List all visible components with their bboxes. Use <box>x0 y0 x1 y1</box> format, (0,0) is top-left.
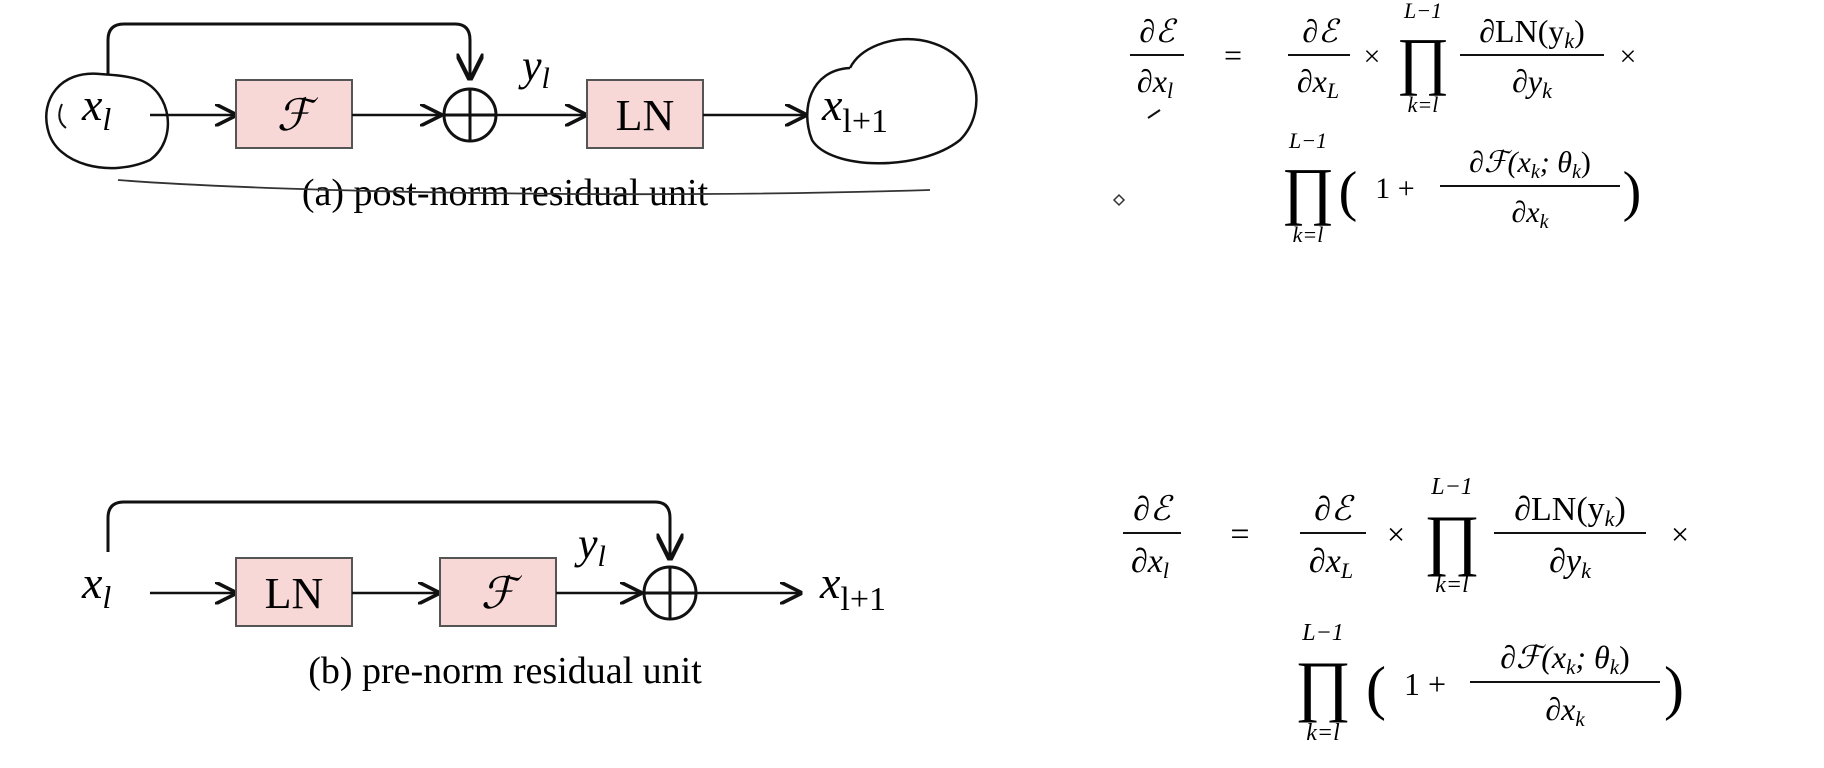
diagram-a-skip-connection <box>106 22 470 78</box>
eq-b-lhs-den: ∂xl <box>1131 543 1169 583</box>
eq-a-t3-num: ∂ℱ(xk; θk) <box>1469 146 1591 183</box>
eq-a-paren-open: ( <box>1339 161 1358 223</box>
annotation-tick-input <box>58 103 67 129</box>
annotation-underline <box>117 179 931 196</box>
annotation-circle-input <box>45 72 170 170</box>
diagram-a-block-ln-label: LN <box>616 91 675 140</box>
eq-a-prod2-bot: k=l <box>1293 222 1324 247</box>
eq-a-equals: = <box>1224 37 1242 73</box>
eq-b-one-plus: 1 + <box>1404 666 1446 702</box>
eq-b-prod-bot: k=l <box>1435 572 1469 598</box>
eq-b-equals: = <box>1230 516 1249 553</box>
eq-b-t2-num: ∂LN(yk) <box>1514 491 1626 531</box>
eq-a-times-1: × <box>1364 40 1381 73</box>
eq-a-t3-den: ∂xk <box>1511 196 1549 233</box>
diagram-a-post-norm: xl ℱ yl LN xl+1 (a) post-norm residual u… <box>45 22 978 214</box>
eq-b-t1-num: ∂ℰ <box>1314 491 1355 528</box>
annotation-diamond <box>1112 193 1126 207</box>
diagram-a-input: xl <box>81 79 111 137</box>
eq-a-t2-num: ∂LN(yk) <box>1479 13 1585 53</box>
diagram-a-output: xl+1 <box>821 79 888 140</box>
annotation-mark-eq <box>1147 109 1161 119</box>
diagram-a-block-ln <box>586 79 704 149</box>
eq-a-t1-den: ∂xL <box>1297 63 1339 103</box>
eq-b-paren-open: ( <box>1366 655 1386 721</box>
eq-b-t3-num: ∂ℱ(xk; θk) <box>1500 639 1630 679</box>
eq-a-prod2-top: L−1 <box>1288 128 1327 153</box>
eq-a-one-plus: 1 + <box>1375 172 1414 205</box>
eq-a-t1-num: ∂ℰ <box>1302 13 1341 49</box>
diagram-b-block-ln-label: LN <box>265 569 324 618</box>
eq-b-times-1: × <box>1387 516 1405 552</box>
diagram-b-pre-norm: xl LN ℱ yl xl+1 (b) pre-norm residual un… <box>81 500 886 692</box>
eq-a-prod: ∏ <box>1397 25 1450 96</box>
diagram-a-plus-node <box>442 87 498 143</box>
diagram-b-plus-node <box>642 565 698 621</box>
equation-b: ∂ℰ ∂xl = ∂ℰ ∂xL × L−1 ∏ k=l ∂LN(yk) ∂yk … <box>1123 474 1689 746</box>
eq-a-times-2: × <box>1620 40 1637 73</box>
eq-b-paren-close: ) <box>1664 655 1684 721</box>
diagram-b-block-f <box>439 557 557 627</box>
diagram-a-mid-label: yl <box>518 41 550 95</box>
eq-b-lhs-num: ∂ℰ <box>1133 491 1174 528</box>
annotation-circle-output <box>806 38 978 165</box>
eq-a-prod-top: L−1 <box>1403 0 1442 23</box>
eq-a-prod-bot: k=l <box>1408 92 1439 117</box>
diagram-b-block-ln <box>235 557 353 627</box>
eq-a-paren-close: ) <box>1623 161 1642 223</box>
eq-b-prod2-top: L−1 <box>1301 620 1344 646</box>
diagram-b-output: xl+1 <box>819 557 886 618</box>
eq-a-lhs-den: ∂xl <box>1137 63 1173 103</box>
diagram-b-input: xl <box>81 557 111 615</box>
eq-b-times-2: × <box>1671 516 1689 552</box>
eq-b-t1-den: ∂xL <box>1309 543 1353 583</box>
eq-a-lhs-num: ∂ℰ <box>1139 13 1178 49</box>
eq-b-prod-top: L−1 <box>1430 474 1473 500</box>
diagram-b-skip-connection <box>106 500 670 558</box>
eq-b-prod2: ∏ <box>1295 647 1351 723</box>
eq-a-t2-den: ∂yk <box>1512 63 1553 103</box>
diagram-b-caption: (b) pre-norm residual unit <box>308 650 702 692</box>
eq-b-prod2-bot: k=l <box>1306 720 1340 746</box>
eq-b-prod: ∏ <box>1424 501 1480 577</box>
eq-b-t3-den: ∂xk <box>1545 691 1585 731</box>
eq-a-prod2: ∏ <box>1282 155 1335 226</box>
diagram-b-mid-label: yl <box>574 519 606 573</box>
eq-b-t2-den: ∂yk <box>1549 543 1592 583</box>
equation-a: ∂ℰ ∂xl = ∂ℰ ∂xL × L−1 ∏ k=l ∂LN(yk) ∂yk … <box>1112 0 1642 247</box>
